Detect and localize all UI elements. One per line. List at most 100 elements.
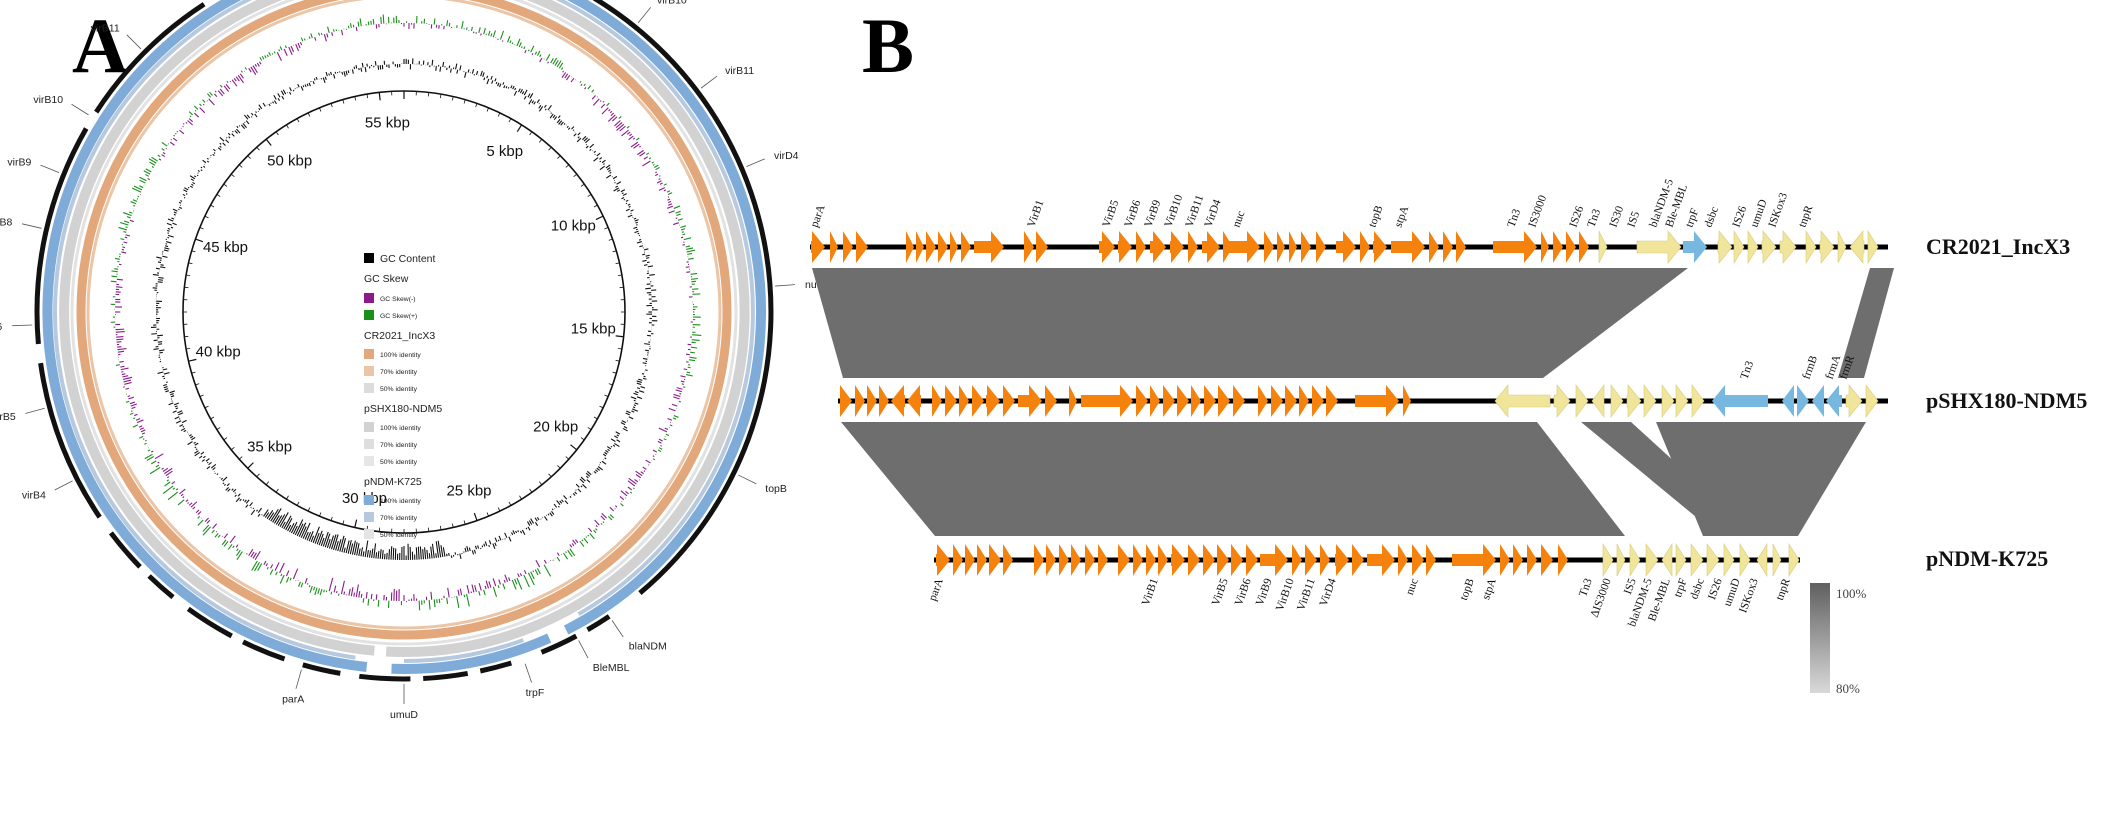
gc-content-bar <box>585 145 589 149</box>
gc-skew-bar <box>619 496 625 501</box>
gc-skew-bar <box>516 577 523 590</box>
gc-skew-bar <box>686 371 691 374</box>
gene-arrow <box>1203 544 1215 576</box>
gc-content-bar <box>306 83 309 87</box>
gene-leader-line <box>775 284 796 287</box>
gc-skew-bar <box>678 400 682 403</box>
gc-content-bar <box>191 436 196 441</box>
gc-skew-bar <box>314 587 318 596</box>
gene-arrow <box>843 231 853 263</box>
gene-arrow <box>1788 542 1800 578</box>
gc-skew-bar <box>680 236 684 239</box>
coordinate-tick <box>519 495 522 500</box>
kbp-label: 50 kbp <box>267 152 312 169</box>
gc-content-bar <box>163 249 169 252</box>
gc-skew-bar <box>673 393 681 398</box>
gc-skew-bar <box>663 438 667 441</box>
gc-content-bar <box>182 426 185 428</box>
gc-skew-bar <box>140 429 146 433</box>
gc-content-bar <box>270 508 279 522</box>
gc-skew-bar <box>124 381 132 385</box>
coordinate-tick <box>296 501 300 506</box>
gc-skew-bar <box>219 84 223 88</box>
gc-content-bar <box>190 185 194 189</box>
gc-content-bar <box>263 509 269 517</box>
gc-content-bar <box>504 532 508 538</box>
gc-skew-bar <box>459 588 463 596</box>
gc-skew-bar <box>292 568 299 580</box>
gene-arrow <box>974 231 1004 263</box>
gc-content-bar <box>287 524 292 532</box>
gc-skew-bar <box>615 121 623 129</box>
gc-skew-bar <box>629 491 633 494</box>
gc-content-bar <box>246 114 251 119</box>
coordinate-tick <box>615 335 624 338</box>
gc-content-bar <box>392 547 395 560</box>
gc-skew-bar <box>663 189 667 192</box>
gc-skew-bar <box>654 164 659 168</box>
coordinate-tick <box>599 405 604 409</box>
gene-labels-a: nucvirB6virB8virB9virB10virB11virD4nucto… <box>0 0 822 721</box>
legend-1-70: 70% identity <box>380 369 418 376</box>
gc-content-bar <box>536 99 540 104</box>
gc-content-bar <box>281 95 285 100</box>
gene-label-b: Tn3 <box>1586 207 1604 229</box>
gc-content-bar <box>178 412 184 416</box>
gene-arrow <box>1629 542 1641 578</box>
gc-skew-bar <box>658 438 663 442</box>
gc-skew-bar <box>692 334 702 336</box>
gc-content-bar <box>515 530 518 534</box>
gc-skew-bar <box>229 535 236 544</box>
gc-skew-bar <box>587 527 593 533</box>
gc-content-bar <box>575 483 580 488</box>
gc-content-bar <box>563 123 566 125</box>
gc-content-bar <box>316 530 323 545</box>
gene-track-outer-arc <box>34 127 89 345</box>
identity-scale: 100% 80% <box>1810 583 1867 696</box>
gc-skew-bar <box>348 588 351 596</box>
gene-label-b: IS3000 <box>1527 193 1550 229</box>
gc-content-bar <box>194 452 200 457</box>
gc-content-bar <box>292 525 298 535</box>
gene-label-b: VirB5 <box>1101 198 1122 229</box>
gc-content-bar <box>379 549 382 559</box>
gc-skew-bar <box>478 27 481 33</box>
gene-arrow <box>1739 542 1751 578</box>
gc-skew-bar <box>560 67 564 70</box>
gc-content-bar <box>324 533 331 548</box>
gc-content-bar <box>553 116 558 120</box>
swatch-1-100 <box>364 349 374 359</box>
gc-content-bar <box>636 387 641 390</box>
gc-skew-bar <box>658 427 668 433</box>
gc-skew-bar <box>188 111 194 116</box>
gc-skew-bar <box>658 447 663 450</box>
gc-content-bar <box>431 59 434 66</box>
gc-skew-bar <box>217 90 224 97</box>
gc-skew-bar <box>128 211 133 214</box>
gene-label-b: VirB9 <box>1254 577 1275 608</box>
kbp-label: 25 kbp <box>446 483 491 500</box>
gc-content-bar <box>623 426 628 429</box>
gc-content-bar <box>272 508 282 523</box>
gc-skew-bar <box>570 77 575 83</box>
gc-content-bar <box>341 71 344 75</box>
gc-content-bar <box>505 86 508 89</box>
gc-skew-bar <box>581 539 584 542</box>
gc-content-bar <box>335 540 339 551</box>
gc-content-bar <box>638 378 643 381</box>
gc-content-bar <box>164 247 170 250</box>
gene-arrow <box>1616 543 1626 577</box>
gc-content-bar <box>162 368 168 371</box>
gc-skew-bar <box>319 588 323 596</box>
gc-content-bar <box>642 357 648 360</box>
gene-leader-line <box>12 324 33 327</box>
gc-skew-bar <box>627 486 633 491</box>
gc-content-bar <box>298 522 307 537</box>
gc-content-bar <box>289 87 292 92</box>
gene-arrow <box>1133 544 1143 576</box>
gc-skew-bar <box>530 45 535 53</box>
gene-arrow <box>989 544 1001 576</box>
gc-skew-bar <box>463 594 466 598</box>
gc-content-bar <box>200 169 203 172</box>
coordinate-tick <box>580 437 585 441</box>
